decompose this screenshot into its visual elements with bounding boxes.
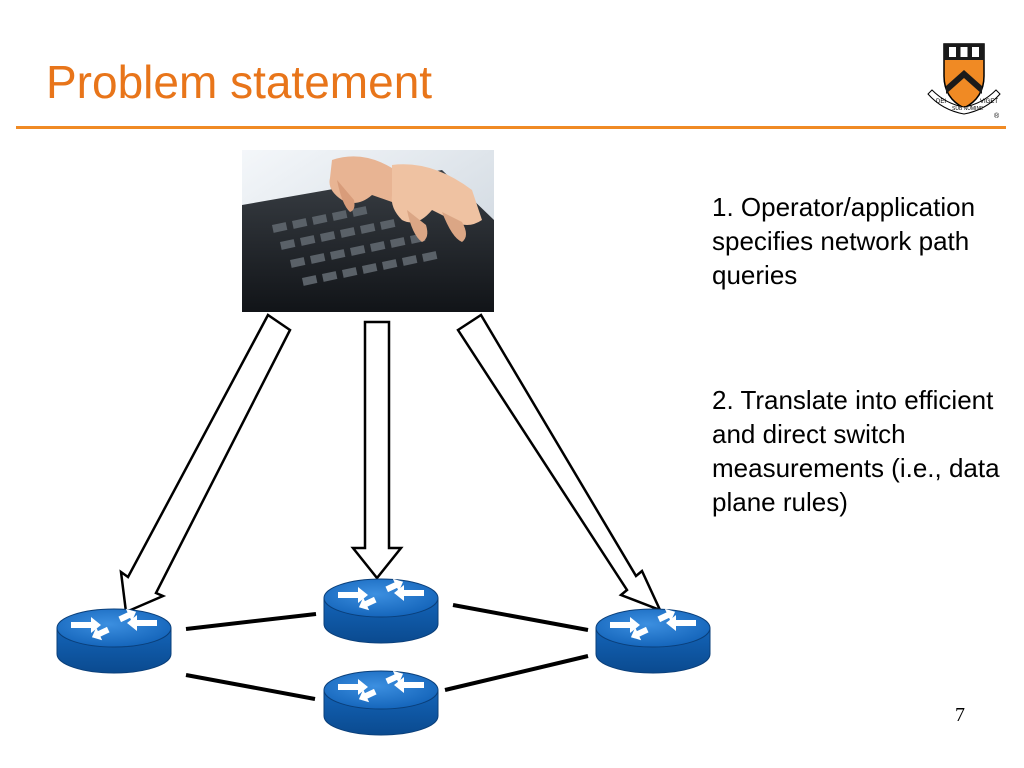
page-number: 7 <box>955 704 965 726</box>
link-bottom-right <box>444 654 589 692</box>
step-1-text: 1. Operator/application specifies networ… <box>712 192 976 290</box>
registered-mark: ® <box>994 112 1000 120</box>
link-left-top <box>185 612 317 631</box>
motto-left-text: DEI <box>936 99 946 105</box>
title-underline <box>16 126 1006 129</box>
link-top-right <box>452 603 589 632</box>
princeton-shield-logo: DEI SUB NUMINE VIGET ® <box>927 43 1001 120</box>
motto-right-text: VIGET <box>980 99 998 105</box>
slide-title: Problem statement <box>46 56 433 108</box>
arrow-middle <box>350 320 404 581</box>
keyboard-typing-photo <box>242 150 494 312</box>
link-left-bottom <box>185 673 316 701</box>
router-right <box>595 604 711 674</box>
router-bottom-middle <box>323 666 439 736</box>
router-left <box>56 604 172 674</box>
arrow-left <box>119 313 292 614</box>
router-top-middle <box>323 574 439 644</box>
arrow-right <box>456 313 663 613</box>
step-2-text: 2. Translate into efficient and direct s… <box>712 385 1000 517</box>
motto-center-text: SUB NUMINE <box>952 106 984 112</box>
